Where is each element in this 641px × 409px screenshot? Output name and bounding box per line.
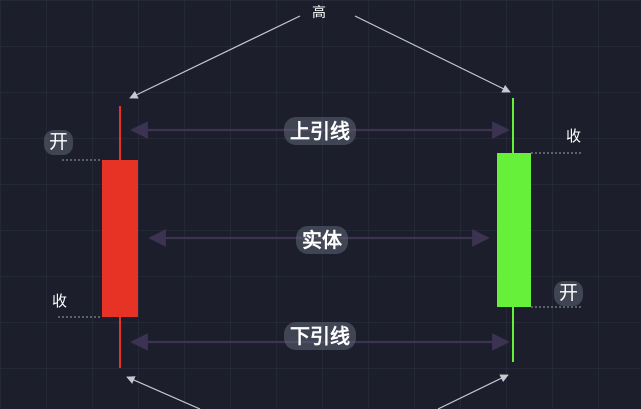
low-arrow-left [126,376,201,409]
bearish-body [102,160,138,317]
bullish-open-label: 开 [554,281,584,306]
high-arrow-left [129,15,301,99]
high-arrow-right [354,15,511,93]
real-body-label: 实体 [296,226,348,254]
high-label: 高 [312,5,326,21]
bearish-open-label: 开 [44,130,74,155]
bearish-close-label: 收 [52,292,68,310]
bullish-body [497,153,531,307]
lower-shadow-label: 下引线 [284,322,356,350]
bullish-close-label: 收 [566,127,582,145]
low-arrow-right [437,374,509,409]
upper-shadow-label: 上引线 [284,117,356,145]
